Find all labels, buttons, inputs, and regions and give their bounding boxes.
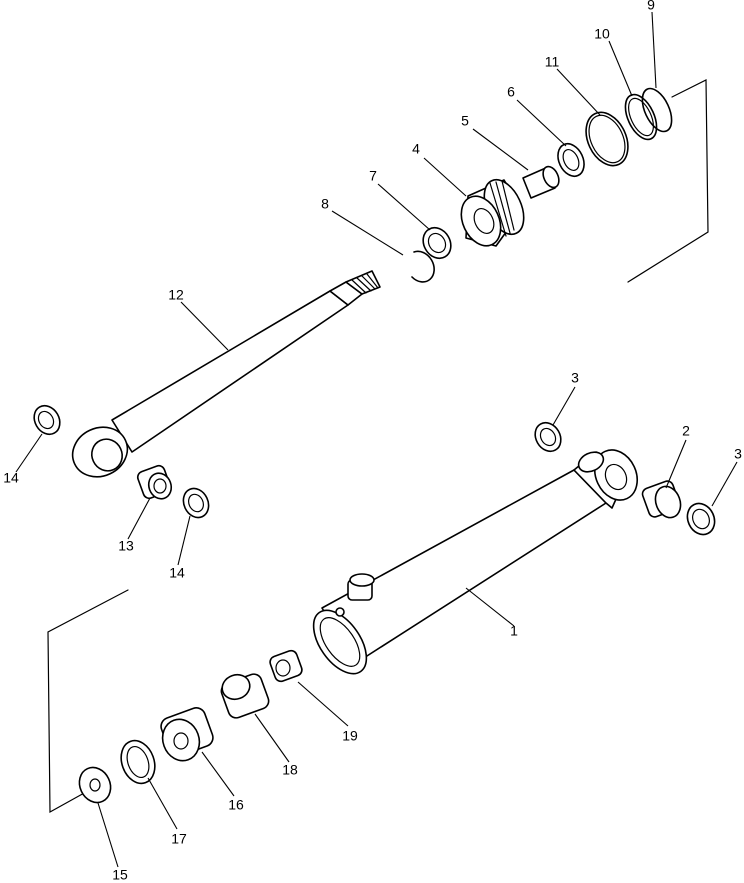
washer-15 bbox=[78, 766, 112, 804]
ring-7 bbox=[422, 226, 452, 260]
callout-12: 12 bbox=[168, 287, 184, 303]
callout-8: 8 bbox=[321, 196, 329, 212]
snap-ring-8 bbox=[411, 250, 435, 283]
callout-19: 19 bbox=[342, 728, 358, 744]
o-ring-11 bbox=[585, 111, 629, 167]
seal-14-lower bbox=[182, 487, 210, 519]
piston-16 bbox=[160, 707, 214, 762]
callout-18: 18 bbox=[282, 762, 298, 778]
ring-17 bbox=[120, 739, 156, 785]
callout-14-upper: 14 bbox=[3, 470, 19, 486]
callout-3-right: 3 bbox=[734, 446, 742, 462]
callout-16: 16 bbox=[228, 797, 244, 813]
callout-10: 10 bbox=[594, 26, 610, 42]
callout-13: 13 bbox=[118, 538, 134, 554]
upper-assembly-bracket bbox=[627, 79, 709, 283]
wear-ring-18 bbox=[220, 673, 270, 719]
lower-assembly-bracket bbox=[47, 589, 129, 814]
bushing-upper-left bbox=[33, 404, 61, 436]
callout-labels: 1 2 3 3 4 5 6 7 8 9 10 11 12 13 14 14 15… bbox=[3, 0, 742, 883]
bushing-5 bbox=[522, 165, 560, 199]
callout-11: 11 bbox=[545, 54, 560, 70]
seal-3-right bbox=[686, 502, 716, 536]
nut-19 bbox=[269, 649, 303, 683]
callout-15: 15 bbox=[112, 867, 128, 883]
seal-6 bbox=[557, 142, 585, 178]
cylinder-tube bbox=[312, 449, 638, 675]
leader-lines bbox=[15, 11, 738, 868]
piston-rod bbox=[71, 270, 381, 478]
backup-ring-10 bbox=[624, 93, 658, 141]
callout-2: 2 bbox=[682, 423, 690, 439]
callout-5: 5 bbox=[461, 113, 469, 129]
callout-4: 4 bbox=[412, 141, 420, 157]
bushing-2 bbox=[641, 480, 682, 519]
callout-6: 6 bbox=[507, 84, 515, 100]
bushing-13 bbox=[136, 464, 173, 500]
callout-7: 7 bbox=[369, 168, 377, 184]
cylinder-head-4 bbox=[460, 178, 525, 247]
callout-14-lower: 14 bbox=[169, 565, 185, 581]
snap-ring-9 bbox=[641, 87, 673, 133]
callout-17: 17 bbox=[171, 831, 187, 847]
callout-1: 1 bbox=[510, 623, 518, 639]
callout-9: 9 bbox=[647, 0, 655, 13]
seal-3-upper bbox=[534, 421, 562, 453]
callout-3-upper: 3 bbox=[571, 370, 579, 386]
